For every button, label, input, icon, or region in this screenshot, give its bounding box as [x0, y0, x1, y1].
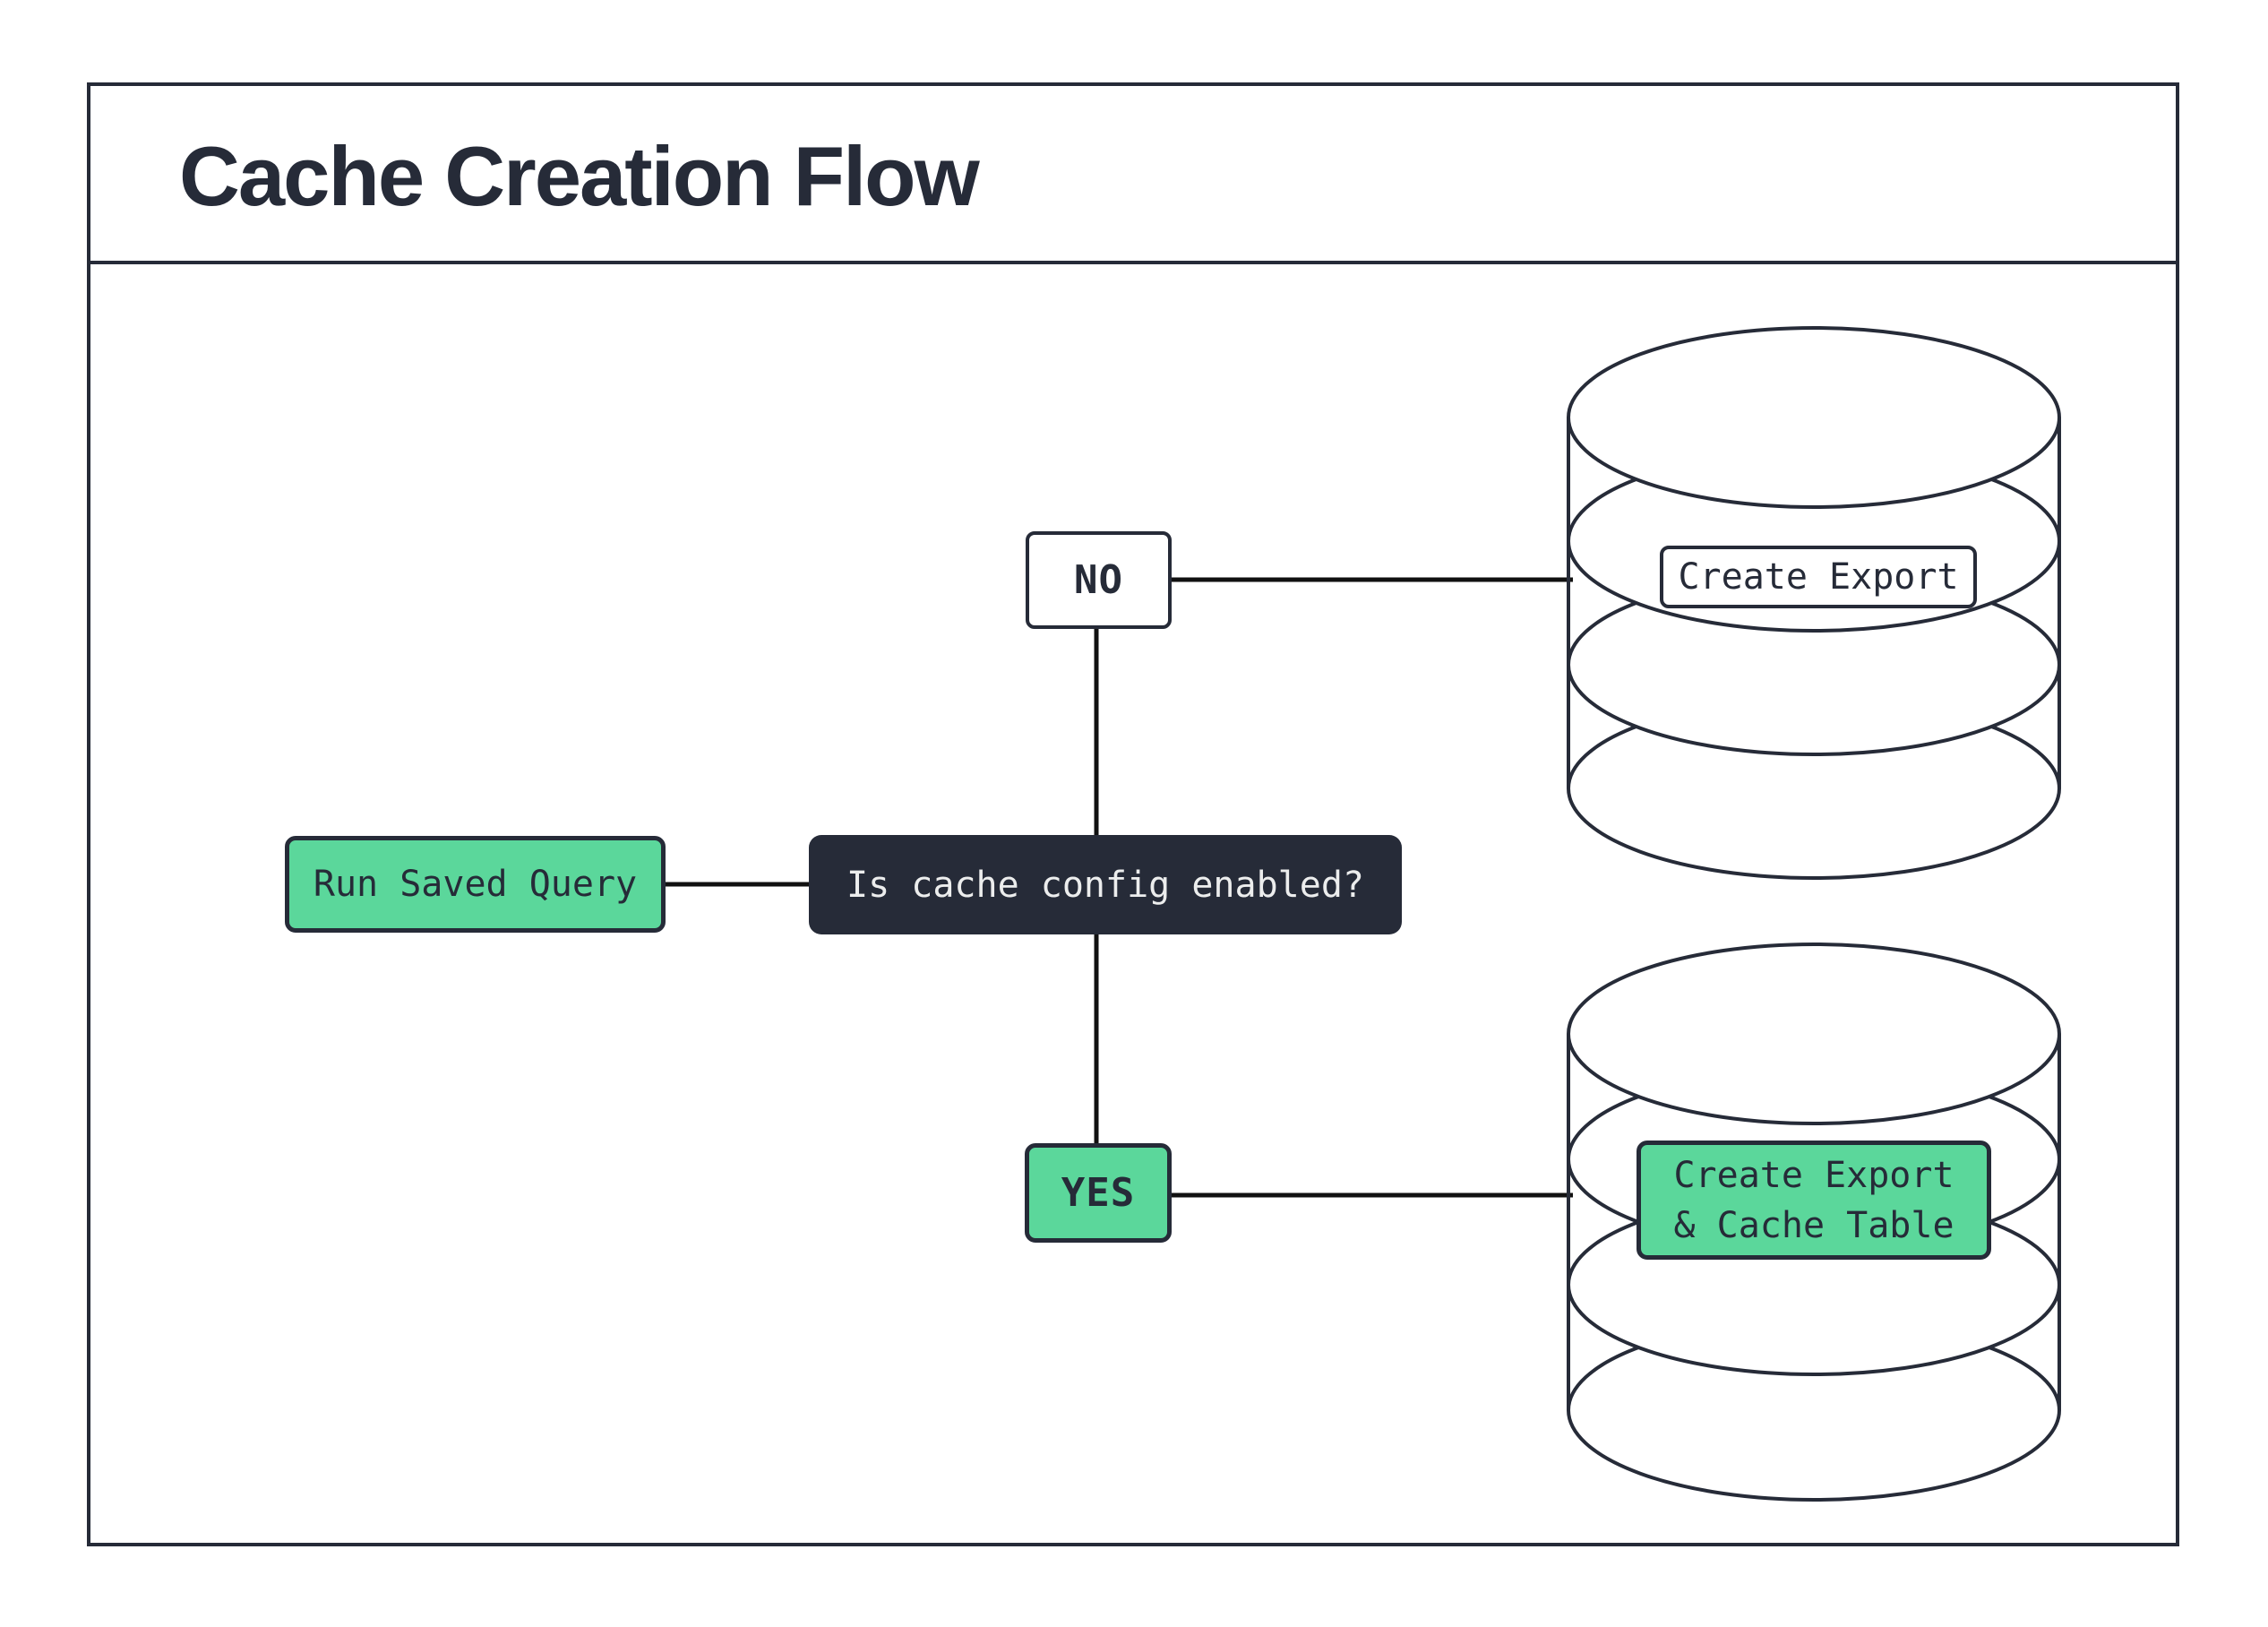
- node-create-export-label: Create Export: [1678, 556, 1959, 598]
- diagram-frame: [87, 82, 2179, 1546]
- node-decision-label: Is cache config enabled?: [846, 864, 1364, 906]
- branch-no-badge: NO: [1026, 531, 1172, 629]
- node-create-export-cache-line2: & Cache Table: [1673, 1204, 1954, 1246]
- node-create-export-cache-table: Create Export & Cache Table: [1637, 1141, 1991, 1260]
- branch-yes-label: YES: [1061, 1170, 1136, 1216]
- node-decision-cache-config: Is cache config enabled?: [809, 835, 1402, 934]
- node-create-export-cache-line1: Create Export: [1673, 1154, 1954, 1196]
- node-run-saved-query-label: Run Saved Query: [313, 864, 638, 905]
- node-run-saved-query: Run Saved Query: [285, 836, 666, 933]
- branch-yes-badge: YES: [1025, 1143, 1172, 1243]
- header-divider: [87, 261, 2179, 264]
- node-create-export: Create Export: [1660, 546, 1977, 608]
- branch-no-label: NO: [1074, 557, 1123, 603]
- page-title: Cache Creation Flow: [179, 129, 980, 223]
